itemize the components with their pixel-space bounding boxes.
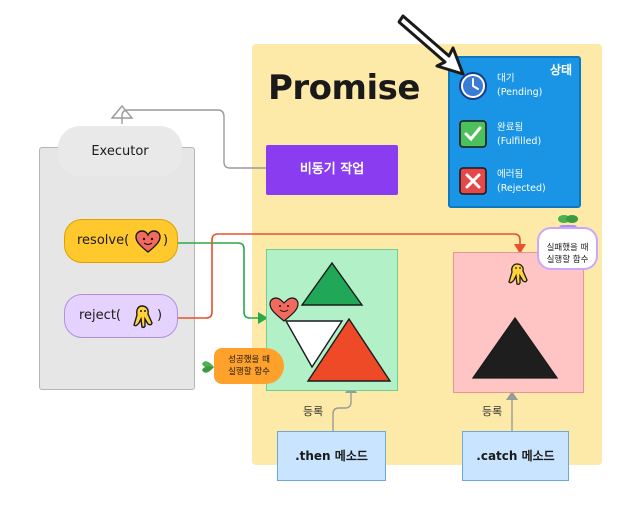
state-fulfilled-english: (Fulfilled) <box>497 136 542 147</box>
clock-icon <box>459 72 487 100</box>
then-method-box: .then 메소드 <box>277 431 386 481</box>
fail-note-line1: 실패했을 때 <box>546 243 589 253</box>
success-note-line1: 성공했을 때 <box>228 355 270 365</box>
state-pending: 대기 (Pending) <box>497 72 542 100</box>
state-pending-english: (Pending) <box>497 87 543 98</box>
reject-label: reject( <box>79 308 121 323</box>
success-callback-note: 성공했을 때 실행할 함수 <box>214 348 284 384</box>
state-rejected: 에러됨 (Rejected) <box>497 168 546 196</box>
state-fulfilled-name: 완료됨 <box>497 122 524 133</box>
state-rejected-name: 에러됨 <box>497 169 524 180</box>
success-note-line2: 실행할 함수 <box>228 367 270 377</box>
catch-method-box: .catch 메소드 <box>462 431 569 481</box>
fail-note-line2: 실행할 함수 <box>546 255 589 265</box>
catch-register-label: 등록 <box>482 405 503 418</box>
state-fulfilled: 완료됨 (Fulfilled) <box>497 121 541 149</box>
x-icon <box>459 167 487 195</box>
resolve-label: resolve( <box>77 233 130 248</box>
resolve-close-paren: ) <box>163 233 169 248</box>
state-rejected-english: (Rejected) <box>497 183 546 194</box>
then-shapes <box>269 261 392 382</box>
resolve-pill: resolve( ) <box>64 219 178 263</box>
reject-close-paren: ) <box>157 308 163 323</box>
promise-title: Promise <box>268 68 420 108</box>
async-task-box: 비동기 작업 <box>266 145 398 195</box>
pointer-arrow-icon <box>397 14 465 76</box>
fail-callback-note: 실패했을 때 실행할 함수 <box>537 227 598 270</box>
banana-peel-icon <box>133 305 153 329</box>
carrot-leaf-icon <box>202 361 214 373</box>
reject-pill: reject( ) <box>64 294 178 338</box>
executor-title: Executor <box>58 126 182 176</box>
heart-icon <box>135 230 161 253</box>
state-pending-name: 대기 <box>497 73 515 84</box>
then-register-label: 등록 <box>303 405 324 418</box>
checkmark-icon <box>459 120 487 148</box>
state-title: 상태 <box>550 63 573 77</box>
executor-panel <box>39 147 195 390</box>
catch-shapes <box>471 263 559 379</box>
